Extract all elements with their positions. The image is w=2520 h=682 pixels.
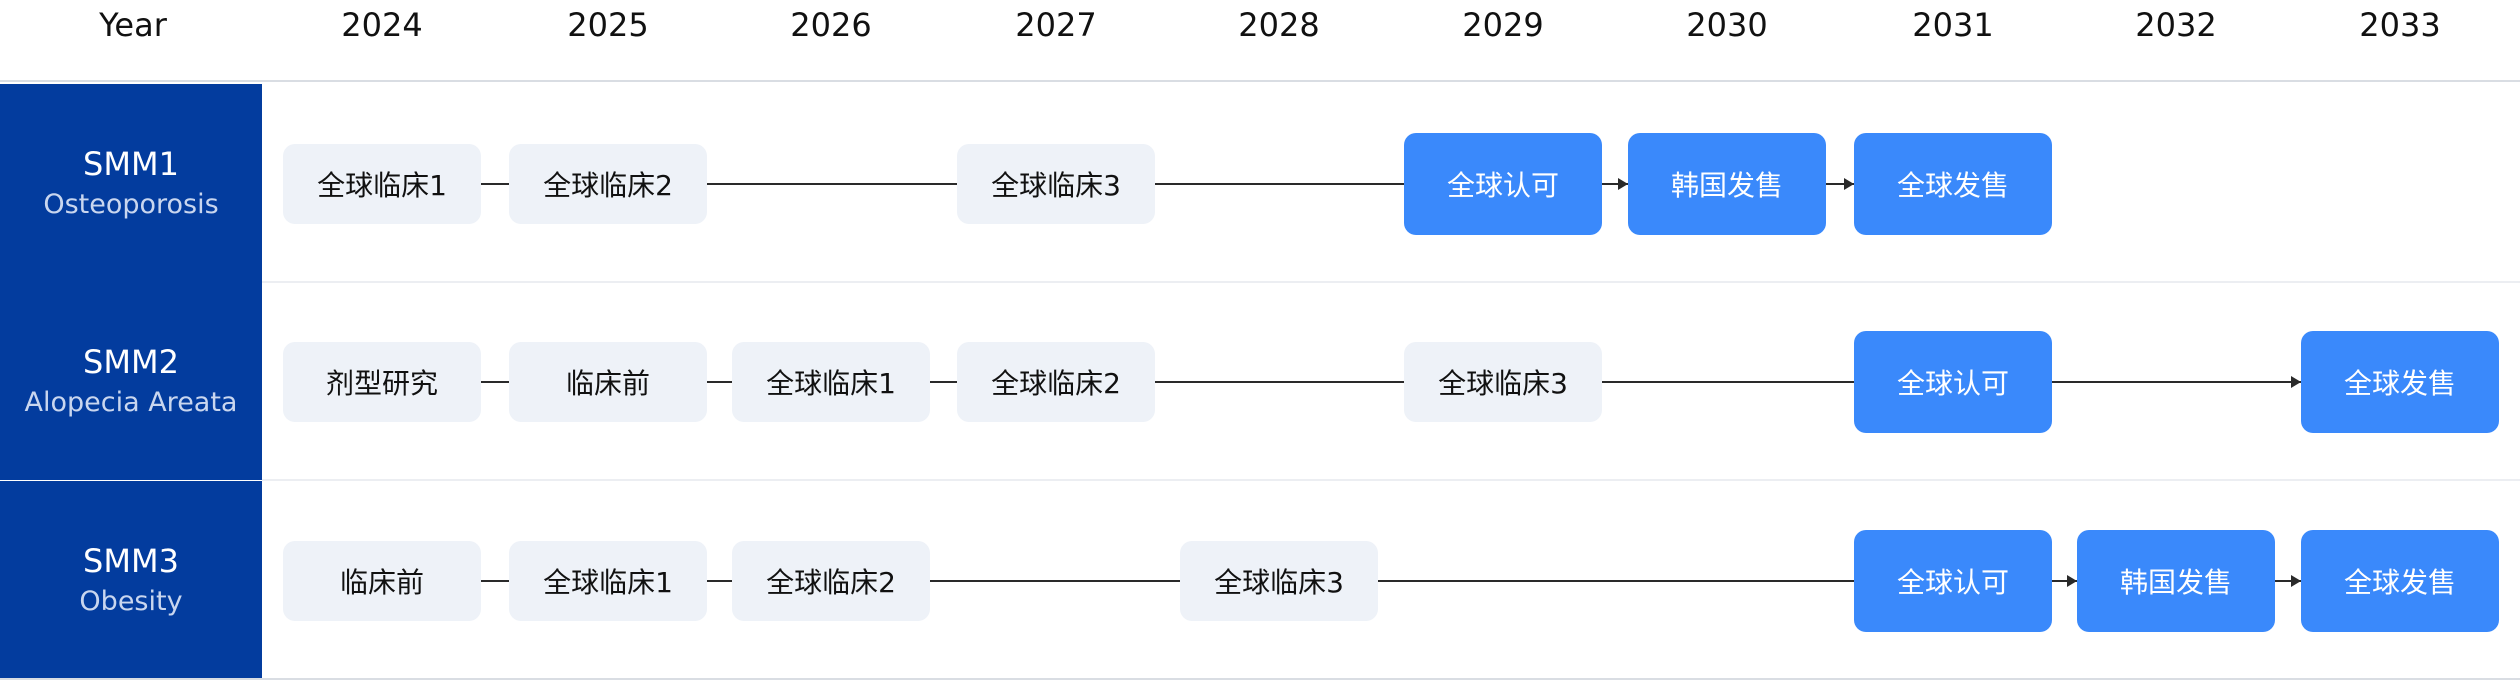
- year-label-2026: 2026: [790, 6, 872, 44]
- timeline-connector: [382, 381, 2400, 383]
- program-code: SMM3: [83, 542, 179, 580]
- milestone-2033-highlight: 全球发售: [2301, 331, 2499, 433]
- arrow-head-icon: [2067, 575, 2077, 587]
- row-divider: [262, 281, 2520, 283]
- year-label-2025: 2025: [567, 6, 649, 44]
- program-indication: Osteoporosis: [43, 189, 219, 220]
- program-indication: Alopecia Areata: [24, 387, 238, 418]
- year-label-2027: 2027: [1015, 6, 1097, 44]
- bottom-border: [0, 678, 2520, 680]
- arrow-head-icon: [2291, 575, 2301, 587]
- milestone-2025: 临床前: [509, 342, 707, 422]
- year-column-label: Year: [99, 6, 167, 44]
- milestone-2025: 全球临床1: [509, 541, 707, 621]
- milestone-2024: 全球临床1: [283, 144, 481, 224]
- program-indication: Obesity: [79, 586, 183, 617]
- arrow-head-icon: [1844, 178, 1854, 190]
- milestone-2031-highlight: 全球认可: [1854, 331, 2052, 433]
- milestone-2029: 全球临床3: [1404, 342, 1602, 422]
- milestone-2029-highlight: 全球认可: [1404, 133, 1602, 235]
- milestone-2032-highlight: 韩国发售: [2077, 530, 2275, 632]
- row-divider: [262, 479, 2520, 481]
- timeline-connector: [382, 183, 1953, 185]
- timeline-header: Year 2024 2025 2026 2027 2028 2029 2030 2031 203…: [0, 0, 2520, 82]
- arrow-head-icon: [1618, 178, 1628, 190]
- year-label-2032: 2032: [2135, 6, 2217, 44]
- milestone-2028: 全球临床3: [1180, 541, 1378, 621]
- year-label-2024: 2024: [341, 6, 423, 44]
- milestone-2030-highlight: 韩国发售: [1628, 133, 1826, 235]
- year-label-2031: 2031: [1912, 6, 1994, 44]
- milestone-2033-highlight: 全球发售: [2301, 530, 2499, 632]
- year-label-2030: 2030: [1686, 6, 1768, 44]
- year-label-2029: 2029: [1462, 6, 1544, 44]
- milestone-2024: 临床前: [283, 541, 481, 621]
- milestone-2024: 剂型研究: [283, 342, 481, 422]
- milestone-2031-highlight: 全球发售: [1854, 133, 2052, 235]
- milestone-2026: 全球临床1: [732, 342, 930, 422]
- milestone-2027: 全球临床3: [957, 144, 1155, 224]
- milestone-2025: 全球临床2: [509, 144, 707, 224]
- arrow-head-icon: [2291, 376, 2301, 388]
- timeline-connector: [382, 580, 2400, 582]
- milestone-2027: 全球临床2: [957, 342, 1155, 422]
- year-label-2028: 2028: [1238, 6, 1320, 44]
- milestone-2031-highlight: 全球认可: [1854, 530, 2052, 632]
- program-code: SMM2: [83, 343, 179, 381]
- year-label-2033: 2033: [2359, 6, 2441, 44]
- milestone-2026: 全球临床2: [732, 541, 930, 621]
- program-code: SMM1: [83, 145, 179, 183]
